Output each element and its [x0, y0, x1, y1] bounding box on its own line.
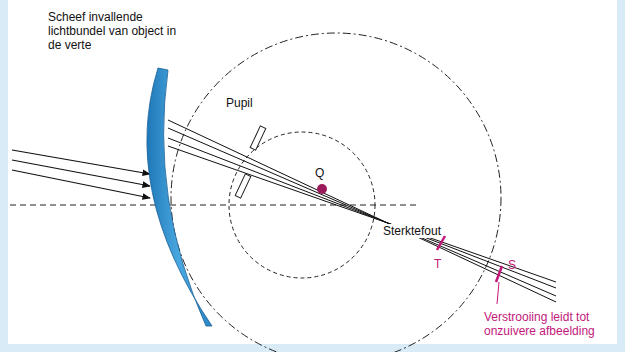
refracted-rays [168, 120, 556, 302]
pupil-stop [235, 126, 266, 198]
part-label: Pupil [226, 96, 253, 110]
incoming-rays [12, 150, 150, 198]
spectacle-lens [147, 68, 212, 326]
ray-caption: Scheef invallende lichtbundel van object… [48, 10, 188, 52]
point-label: S [508, 258, 516, 272]
error-label: Sterktefout [382, 224, 442, 238]
rotation-point [317, 184, 327, 194]
panel-ground [8, 0, 617, 344]
focal-mark [496, 266, 502, 282]
focal-mark [437, 236, 445, 250]
far-point-sphere [171, 33, 501, 352]
eye-rotation-circle [229, 132, 375, 278]
leader-line [497, 282, 499, 304]
point-label: Q [314, 166, 325, 180]
optical-axis [10, 205, 420, 206]
point-label: T [434, 257, 441, 271]
note-label: Verstrooiing leidt tot onzuivere afbeeld… [484, 310, 614, 338]
